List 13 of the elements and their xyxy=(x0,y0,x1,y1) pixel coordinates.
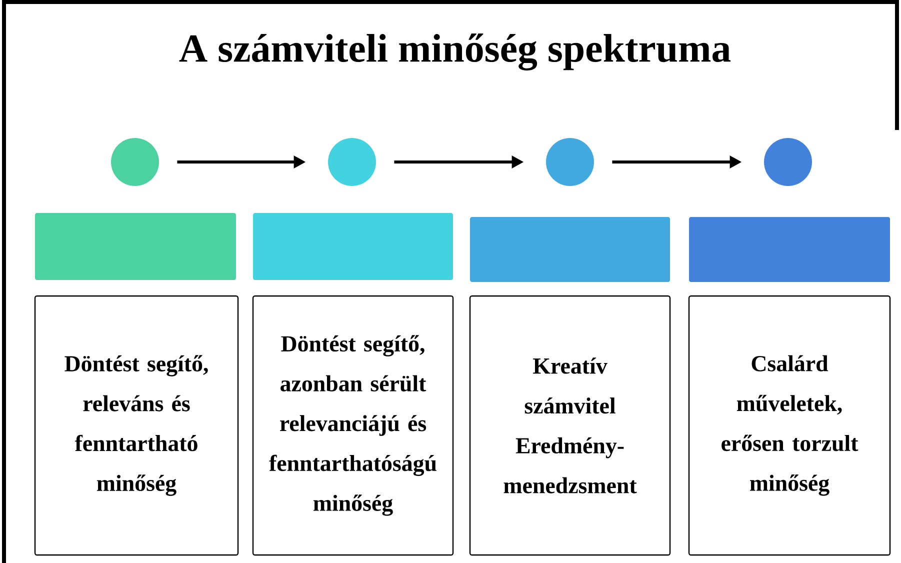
step-circle xyxy=(111,138,159,186)
text-box: Döntést segítő, azonban sérült relevanciájú és fenntarthatóságú minőség xyxy=(252,295,454,556)
color-bar xyxy=(253,213,453,280)
step-circle xyxy=(764,138,812,186)
color-bar xyxy=(35,213,236,280)
text-box: Kreatív számvitel Eredmény-menedzsment xyxy=(469,295,671,556)
text-box: Csalárd műveletek, erősen torzult minőség xyxy=(688,295,891,556)
color-bar xyxy=(470,217,670,282)
text-box: Döntést segítő, releváns és fenntartható minőség xyxy=(34,295,239,556)
step-circle xyxy=(546,138,594,186)
title: A számviteli minőség spektruma xyxy=(179,34,731,70)
color-bar xyxy=(689,217,890,282)
step-circle xyxy=(328,138,376,186)
